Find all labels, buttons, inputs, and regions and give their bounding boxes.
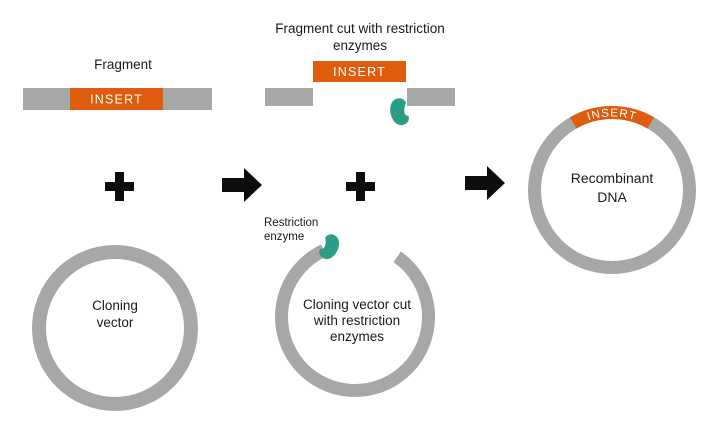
restriction-enzyme-label-line: enzyme bbox=[264, 230, 305, 243]
recombinant-dna-label: Recombinant DNA bbox=[552, 169, 672, 207]
cut-vector-label: Cloning vector cut with restriction enzy… bbox=[277, 297, 437, 345]
recombinant-insert-label: INSERT bbox=[586, 107, 638, 123]
cut-vector-label-line: Cloning vector cut bbox=[302, 297, 412, 312]
fragment-cut-right-segment bbox=[407, 88, 455, 106]
cloning-vector-label-line: Cloning bbox=[92, 298, 138, 313]
fragment-cut-insert-bar bbox=[313, 61, 406, 82]
restriction-enzyme-icon bbox=[319, 234, 340, 260]
restriction-enzyme-icon bbox=[390, 98, 409, 126]
cut-vector-label-line: enzymes bbox=[329, 329, 385, 344]
fragment-title-text: Fragment bbox=[94, 57, 152, 72]
cloning-vector-label-line: vector bbox=[96, 315, 134, 330]
fragment-insert-label: INSERT bbox=[90, 93, 143, 107]
fragment-cut-left-segment bbox=[265, 88, 313, 106]
cut-vector-label-line: with restriction bbox=[313, 313, 401, 328]
plus-icon bbox=[346, 172, 375, 201]
cut-vector-ring bbox=[275, 244, 436, 397]
fragment-title: Fragment bbox=[53, 57, 193, 72]
restriction-enzyme-label-line: Restriction bbox=[264, 217, 319, 229]
cloning-vector-label: Cloning vector bbox=[55, 297, 175, 331]
recombinant-dna-label-line: Recombinant bbox=[570, 170, 654, 186]
plus-icon bbox=[105, 172, 134, 201]
cloning-vector-ring bbox=[32, 245, 198, 411]
fragment-cut-insert-label: INSERT bbox=[333, 65, 386, 79]
fragment-cut-title-line: Fragment cut with restriction bbox=[275, 21, 445, 36]
fragment-cut-title-line: enzymes bbox=[332, 38, 388, 53]
arrow-right-icon bbox=[465, 166, 505, 200]
restriction-enzyme-label: Restriction enzyme bbox=[264, 217, 344, 244]
arrow-right-icon bbox=[222, 168, 262, 202]
fragment-cut-title: Fragment cut with restriction enzymes bbox=[250, 20, 470, 54]
fragment-insert-segment bbox=[70, 88, 163, 110]
recombinant-dna-label-line: DNA bbox=[597, 189, 627, 205]
recombinant-insert-arc bbox=[570, 106, 654, 129]
